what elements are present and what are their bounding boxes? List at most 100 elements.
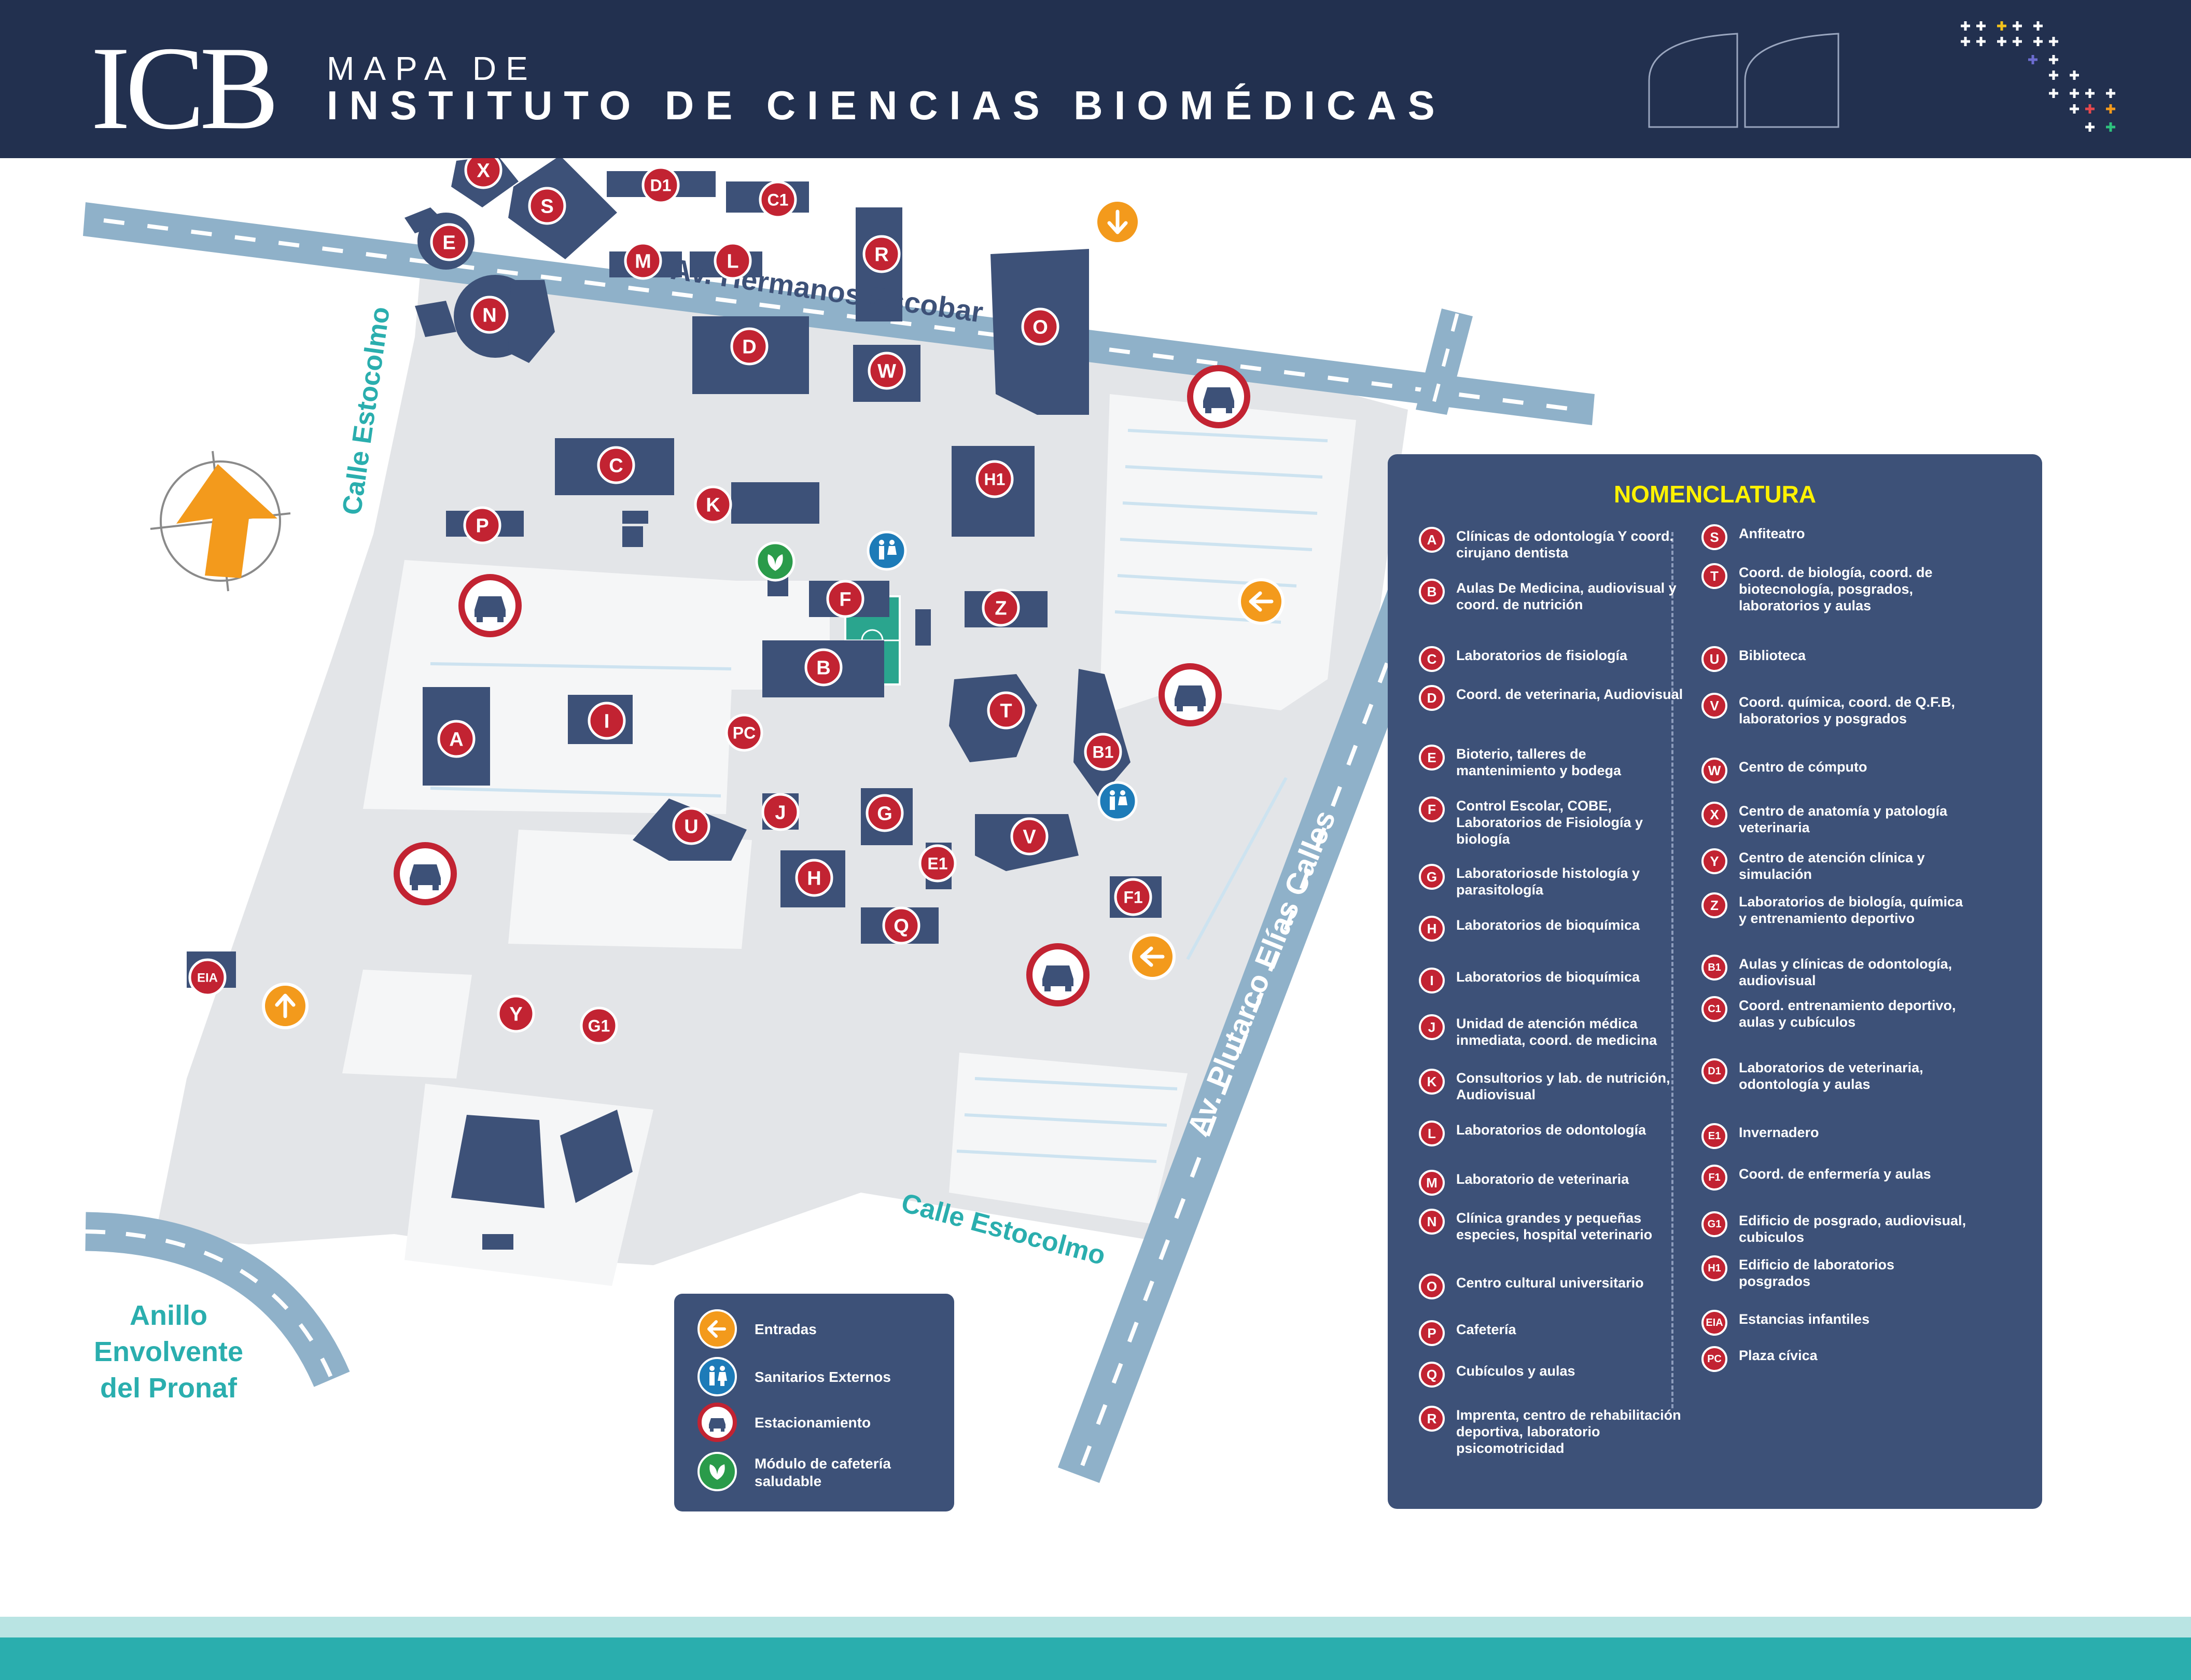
- building-marker[interactable]: B: [804, 648, 843, 687]
- building-marker[interactable]: C1: [759, 180, 797, 219]
- building-marker-label: S: [540, 196, 553, 218]
- building-marker[interactable]: P: [463, 506, 501, 544]
- legend-code-badge: H: [1419, 916, 1445, 942]
- building-marker-label: Q: [894, 916, 909, 937]
- building-marker-label: N: [482, 305, 496, 327]
- legend-description: Consultorios y lab. de nutrición, Audiov…: [1456, 1070, 1670, 1102]
- legend-description: Aulas y clínicas de odontología, audiovi…: [1739, 956, 1952, 988]
- building-marker-label: I: [604, 711, 610, 733]
- building-marker[interactable]: X: [464, 158, 503, 189]
- legend-description: Laboratorios de odontología: [1456, 1122, 1646, 1138]
- building-marker[interactable]: K: [694, 485, 732, 524]
- legend-description: Plaza cívica: [1739, 1348, 1818, 1363]
- building-marker-label: T: [1000, 701, 1012, 722]
- legend-code-badge: S: [1701, 524, 1727, 550]
- parking-marker: [1159, 663, 1222, 726]
- building-marker[interactable]: Q: [882, 906, 920, 945]
- legend-description: Centro de cómputo: [1739, 759, 1867, 775]
- building-marker-label: F: [839, 589, 851, 611]
- building-marker[interactable]: R: [862, 235, 901, 273]
- ring-road-label-2: Envolvente: [94, 1336, 243, 1367]
- legend-code-badge: W: [1701, 758, 1727, 783]
- building-marker[interactable]: T: [987, 691, 1025, 730]
- entrance-arrow-icon: [262, 983, 309, 1029]
- legend-sanitarios-label: Sanitarios Externos: [755, 1369, 891, 1385]
- building-marker[interactable]: J: [761, 793, 800, 831]
- building-marker[interactable]: G: [866, 794, 904, 832]
- building-marker[interactable]: M: [624, 242, 662, 280]
- building-marker-label: A: [449, 729, 463, 751]
- building-marker[interactable]: W: [868, 352, 906, 390]
- legend-code-badge: A: [1419, 527, 1445, 553]
- parking-lot-east: [1099, 394, 1356, 716]
- legend-code-badge: O: [1419, 1273, 1445, 1299]
- legend-description: Aulas De Medicina, audiovisual y coord. …: [1456, 580, 1677, 612]
- page-title: INSTITUTO DE CIENCIAS BIOMÉDICAS: [327, 82, 1446, 128]
- building-marker[interactable]: B1: [1084, 733, 1122, 771]
- legend-description: Laboratoriosde histología y parasitologí…: [1456, 865, 1640, 898]
- building-marker[interactable]: V: [1010, 817, 1049, 856]
- legend-entradas-label: Entradas: [755, 1321, 817, 1337]
- building-marker[interactable]: N: [470, 296, 509, 334]
- building-marker-label: D1: [650, 176, 672, 195]
- building-marker[interactable]: H: [795, 859, 833, 897]
- building-marker[interactable]: F: [826, 580, 864, 618]
- entrance-arrow-icon: [1129, 933, 1176, 980]
- legend-description: Edificio de laboratorios posgrados: [1739, 1257, 1895, 1289]
- legend-cafeteria: Módulo de cafetería saludable: [697, 1452, 946, 1493]
- entrance-arrow-icon: [1094, 199, 1141, 245]
- building-marker-label: H1: [984, 470, 1006, 489]
- legend-cafeteria-label: Módulo de cafetería saludable: [755, 1455, 891, 1489]
- legend-code-badge: C: [1419, 646, 1445, 672]
- building-marker[interactable]: C: [597, 446, 635, 484]
- building-marker[interactable]: EIA: [188, 958, 227, 997]
- building-marker[interactable]: D1: [641, 166, 680, 204]
- legend-code-badge: F: [1419, 796, 1445, 822]
- building-marker[interactable]: I: [588, 702, 626, 740]
- footer-stripe-teal: [0, 1637, 2191, 1680]
- building-marker[interactable]: S: [528, 187, 566, 225]
- legend-estacionamiento: Estacionamiento: [697, 1403, 946, 1444]
- legend-code-badge: PC: [1701, 1346, 1727, 1372]
- building-marker[interactable]: A: [437, 720, 476, 758]
- building-marker-label: V: [1023, 827, 1036, 848]
- building-marker-label: X: [477, 160, 490, 182]
- building-marker[interactable]: O: [1021, 307, 1059, 346]
- building-marker-label: K: [706, 495, 720, 516]
- parking-car-icon: [697, 1403, 737, 1442]
- building-marker[interactable]: H1: [975, 460, 1014, 498]
- building-marker[interactable]: F1: [1114, 878, 1152, 916]
- legend-entradas: Entradas: [697, 1309, 946, 1351]
- building-marker[interactable]: PC: [725, 713, 763, 752]
- legend-code-badge: M: [1419, 1170, 1445, 1196]
- building-marker[interactable]: U: [672, 807, 710, 845]
- legend-description: Bioterio, talleres de mantenimiento y bo…: [1456, 746, 1622, 778]
- legend-description: Coord. de biología, coord. de biotecnolo…: [1739, 565, 1933, 613]
- legend-description: Clínica grandes y pequeñas especies, hos…: [1456, 1210, 1653, 1242]
- building-marker-label: H: [807, 868, 821, 890]
- building-marker[interactable]: E1: [918, 844, 957, 883]
- legend-code-badge: H1: [1701, 1255, 1727, 1281]
- legend-description: Coord. química, coord. de Q.F.B, laborat…: [1739, 694, 1956, 726]
- legend-code-badge: EIA: [1701, 1310, 1727, 1336]
- building-marker[interactable]: Z: [982, 589, 1020, 627]
- legend-description: Estancias infantiles: [1739, 1311, 1870, 1327]
- building-marker[interactable]: Y: [497, 995, 535, 1033]
- building-marker[interactable]: E: [430, 223, 468, 261]
- legend-description: Invernadero: [1739, 1125, 1819, 1140]
- building-marker-label: E: [442, 232, 455, 254]
- legend-code-badge: L: [1419, 1121, 1445, 1146]
- building-marker[interactable]: G1: [580, 1006, 618, 1045]
- parking-marker: [1026, 943, 1090, 1006]
- building-marker-label: M: [635, 251, 651, 273]
- building-marker-label: F1: [1123, 888, 1142, 907]
- legend-description: Laboratorios de fisiología: [1456, 648, 1628, 663]
- building-marker-label: P: [476, 515, 489, 537]
- building-marker[interactable]: L: [714, 242, 752, 280]
- parking-marker: [394, 842, 457, 905]
- legend-code-badge: N: [1419, 1209, 1445, 1235]
- decorative-arches-icon: [1648, 33, 1839, 128]
- legend-code-badge: E: [1419, 745, 1445, 771]
- road-plutarco-elias-calles: [1058, 570, 1442, 1483]
- building-marker[interactable]: D: [730, 327, 769, 366]
